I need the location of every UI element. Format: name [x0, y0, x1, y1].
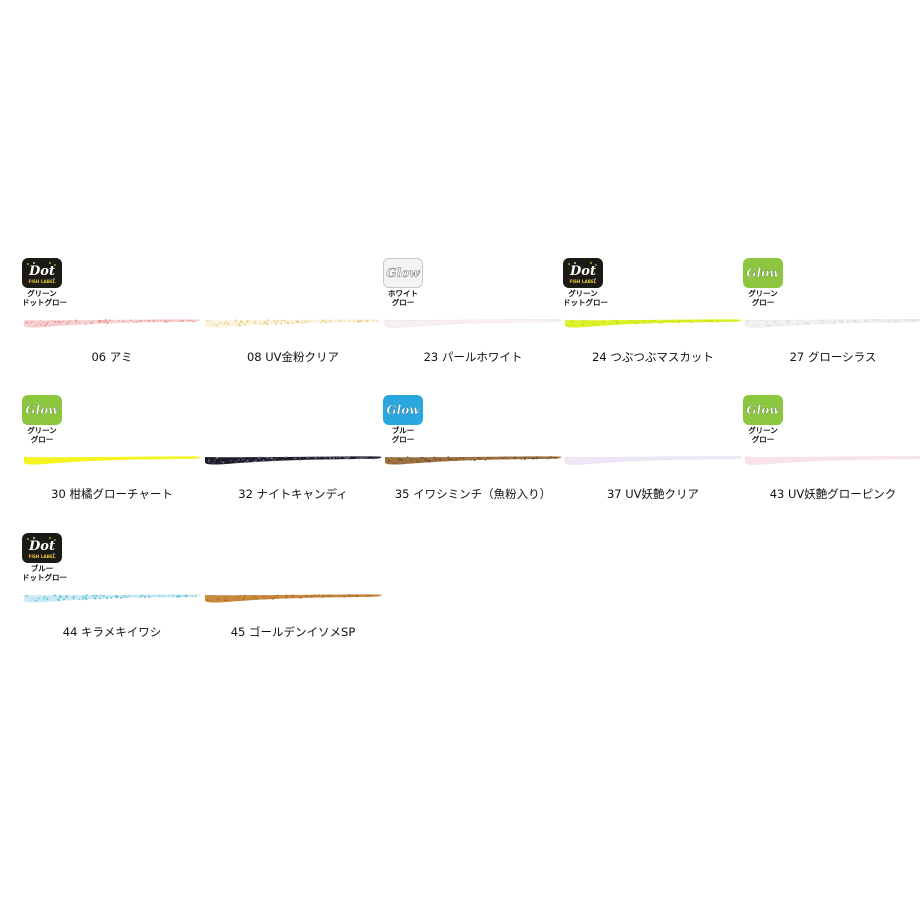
glow-type-line: ドットグロー	[563, 298, 608, 307]
glow-type-line: ドットグロー	[22, 573, 67, 582]
svg-text:Glow: Glow	[746, 266, 780, 280]
product-caption: 44 キラメキイワシ	[62, 625, 162, 639]
svg-text:Dot: Dot	[28, 539, 55, 554]
product-caption: 06 アミ	[91, 350, 133, 364]
glow-type-line: グロー	[30, 435, 54, 444]
glow-type-line: ドットグロー	[22, 298, 67, 307]
glow-type-label: グリーングロー	[22, 426, 62, 444]
lure-swatch	[563, 453, 743, 467]
glow-type-line: グリーン	[27, 289, 57, 298]
glow-logo-icon: Glow	[746, 266, 780, 280]
lure-image	[385, 456, 562, 465]
glow-type-line: グロー	[391, 298, 415, 307]
glow-type-line: ブルー	[391, 426, 415, 435]
svg-text:Glow: Glow	[746, 403, 780, 417]
product-caption: 32 ナイトキャンディ	[238, 487, 348, 501]
lure-swatch	[743, 316, 920, 330]
glow-type-label: グリーングロー	[743, 289, 783, 307]
lure-image	[24, 319, 201, 328]
glow-badge: Glow	[22, 395, 62, 425]
lure-swatch	[743, 453, 920, 467]
glow-badge: Glow	[383, 258, 423, 288]
glow-type-line: グリーン	[748, 289, 778, 298]
product-caption: 43 UV妖艶グローピンク	[769, 487, 897, 501]
glow-type-label: ホワイトグロー	[383, 289, 423, 307]
lure-image	[205, 456, 382, 465]
glow-type-line: グロー	[751, 298, 775, 307]
svg-text:Glow: Glow	[386, 266, 420, 280]
glow-type-line: グリーン	[568, 289, 598, 298]
product-caption: 45 ゴールデンイソメSP	[230, 625, 356, 639]
glow-type-line: ホワイト	[388, 289, 418, 298]
svg-text:FISH LABEL: FISH LABEL	[569, 279, 596, 284]
product-item: 32 ナイトキャンディ	[203, 395, 383, 515]
product-caption: 23 パールホワイト	[423, 350, 523, 364]
svg-text:Glow: Glow	[25, 403, 59, 417]
svg-text:FISH LABEL: FISH LABEL	[28, 554, 55, 559]
glow-type-label: グリーンドットグロー	[22, 289, 67, 307]
product-item: Glow グリーングロー 43 UV妖艶グローピンク	[743, 395, 920, 515]
product-caption: 35 イワシミンチ（魚粉入り）	[394, 487, 552, 501]
product-item: Glow ホワイトグロー 23 パールホワイト	[383, 258, 563, 378]
svg-text:Dot: Dot	[28, 264, 55, 279]
lure-image	[205, 319, 382, 328]
glow-logo-icon: Glow	[746, 403, 780, 417]
lure-swatch	[563, 316, 743, 330]
lure-swatch	[203, 591, 383, 605]
product-caption: 24 つぶつぶマスカット	[592, 350, 714, 364]
lure-image	[205, 594, 382, 603]
lure-swatch	[203, 316, 383, 330]
lure-image	[384, 319, 562, 328]
lure-image	[565, 319, 742, 328]
glow-type-line: ブルー	[30, 564, 54, 573]
glow-logo-icon: Glow	[386, 403, 420, 417]
lure-swatch	[383, 316, 563, 330]
glow-badge: Glow	[383, 395, 423, 425]
product-item: 08 UV金粉クリア	[203, 258, 383, 378]
lure-image	[744, 456, 920, 465]
glow-type-line: グリーン	[748, 426, 778, 435]
product-item: 45 ゴールデンイソメSP	[203, 533, 383, 653]
product-item: 37 UV妖艶クリア	[563, 395, 743, 515]
glow-badge: Glow	[743, 395, 783, 425]
lure-swatch	[22, 316, 202, 330]
lure-image	[24, 456, 201, 465]
product-caption: 30 柑橘グローチャート	[51, 487, 173, 501]
lure-image	[564, 456, 742, 465]
svg-text:Glow: Glow	[386, 403, 420, 417]
glow-type-line: グロー	[391, 435, 415, 444]
glow-type-label: グリーンドットグロー	[563, 289, 608, 307]
glow-type-label: ブルードットグロー	[22, 564, 67, 582]
lure-swatch	[22, 591, 202, 605]
lure-image	[24, 594, 201, 603]
product-caption: 27 グローシラス	[789, 350, 877, 364]
glow-type-label: グリーングロー	[743, 426, 783, 444]
glow-type-label: ブルーグロー	[383, 426, 423, 444]
glow-badge: Glow	[743, 258, 783, 288]
glow-logo-icon: Glow	[25, 403, 59, 417]
lure-swatch	[203, 453, 383, 467]
glow-type-line: グロー	[751, 435, 775, 444]
glow-type-line: グリーン	[27, 426, 57, 435]
lure-image	[744, 319, 920, 328]
glow-logo-icon: Glow	[386, 266, 420, 281]
product-item: Glow ブルーグロー 35 イワシミンチ（魚粉入り）	[383, 395, 563, 515]
product-caption: 37 UV妖艶クリア	[606, 487, 700, 501]
product-item: Glow グリーングロー 27 グローシラス	[743, 258, 920, 378]
product-item: Glow グリーングロー 30 柑橘グローチャート	[22, 395, 202, 515]
svg-text:FISH LABEL: FISH LABEL	[28, 279, 55, 284]
product-caption: 08 UV金粉クリア	[246, 350, 340, 364]
lure-swatch	[383, 453, 563, 467]
lure-swatch	[22, 453, 202, 467]
svg-text:Dot: Dot	[569, 264, 596, 279]
